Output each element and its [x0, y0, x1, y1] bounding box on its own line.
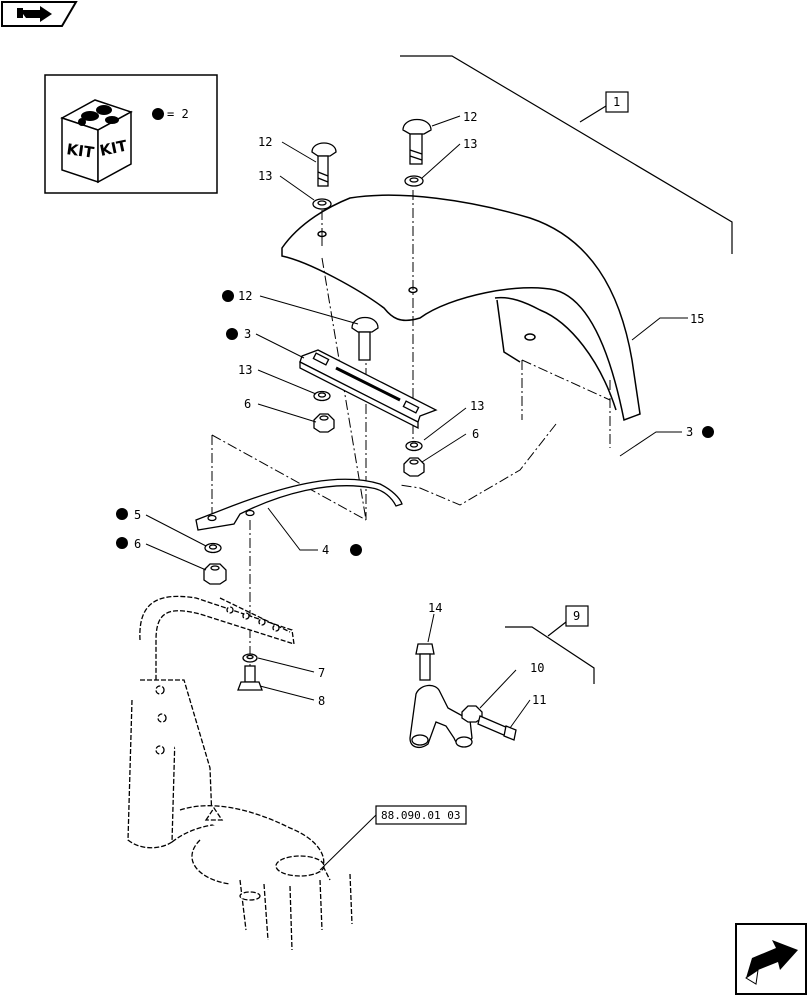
- callout-box-1[interactable]: 1: [605, 91, 629, 113]
- callout-13-right: 13: [463, 137, 477, 151]
- callout-7: 7: [318, 666, 325, 680]
- kit-box-icon: KIT KIT: [60, 99, 133, 184]
- washer-7: [242, 653, 258, 663]
- callout-14: 14: [428, 601, 442, 615]
- washer-5: [204, 542, 222, 554]
- callout-8: 8: [318, 694, 325, 708]
- callout-6-mid: 6: [244, 397, 251, 411]
- callout-6-right: 6: [472, 427, 479, 441]
- kit-marker-3-top: [226, 328, 238, 340]
- callout-13-mid: 13: [238, 363, 252, 377]
- kit-label-left: KIT: [65, 140, 95, 162]
- carriage-bolt-12-left: [311, 142, 337, 187]
- bolt-11: [477, 715, 517, 741]
- kit-marker-12: [222, 290, 234, 302]
- kit-marker-6: [116, 537, 128, 549]
- callout-15: 15: [690, 312, 704, 326]
- fender: [281, 194, 641, 422]
- bolt-8: [237, 665, 263, 691]
- washer-13-mid: [313, 390, 331, 402]
- curved-strap-4: [195, 478, 403, 531]
- nut-6-right: [403, 457, 425, 477]
- callout-4: 4: [322, 543, 329, 557]
- callout-6-left: 6: [134, 537, 141, 551]
- washer-13-lower: [405, 440, 423, 452]
- forward-nav-button[interactable]: [735, 923, 807, 995]
- kit-marker-4: [350, 544, 362, 556]
- group-9-leader: [505, 621, 595, 684]
- callout-5: 5: [134, 508, 141, 522]
- back-nav-button[interactable]: [1, 1, 78, 27]
- callout-3-top: 3: [244, 327, 251, 341]
- arrow-forward-icon: [745, 940, 798, 985]
- bolt-14: [415, 643, 435, 681]
- arrow-back-icon: [17, 6, 52, 22]
- callout-12-left: 12: [258, 135, 272, 149]
- kit-marker-3-right: [702, 426, 714, 438]
- nut-6-mid: [313, 413, 335, 433]
- callout-leaders: [145, 115, 688, 729]
- callout-box-9[interactable]: 9: [565, 605, 589, 627]
- kit-marker-5: [116, 508, 128, 520]
- bracket-strap-3: [299, 349, 438, 430]
- callout-13-left: 13: [258, 169, 272, 183]
- callout-11: 11: [532, 693, 546, 707]
- callout-12-mid: 12: [238, 289, 252, 303]
- kit-label-right: KIT: [98, 136, 129, 159]
- group-1-leader: [400, 55, 733, 254]
- callout-13-lower: 13: [470, 399, 484, 413]
- assembly-centerlines: [211, 190, 611, 680]
- kit-bullet-icon: [152, 108, 164, 120]
- svg-text:9: 9: [573, 609, 580, 623]
- callout-10: 10: [530, 661, 544, 675]
- svg-text:88.090.01 03: 88.090.01 03: [381, 809, 460, 822]
- kit-legend-text: = 2: [167, 107, 189, 121]
- reference-leader: [319, 814, 377, 871]
- nut-6-left: [203, 563, 227, 585]
- svg-text:1: 1: [613, 95, 620, 109]
- fender-support-arm: [127, 595, 353, 951]
- carriage-bolt-12-right: [402, 118, 432, 165]
- reference-box[interactable]: 88.090.01 03: [375, 805, 467, 825]
- callout-3-right: 3: [686, 425, 693, 439]
- washer-13-right: [404, 175, 424, 187]
- washer-13-left: [312, 198, 332, 210]
- callout-labels: 12 12 13 13 12 3 13 6 13 6 15 3 4 5 6 7 …: [116, 110, 714, 708]
- callout-12-right: 12: [463, 110, 477, 124]
- kit-legend-box: KIT KIT = 2: [44, 74, 218, 194]
- bracket-9-casting: [409, 684, 473, 749]
